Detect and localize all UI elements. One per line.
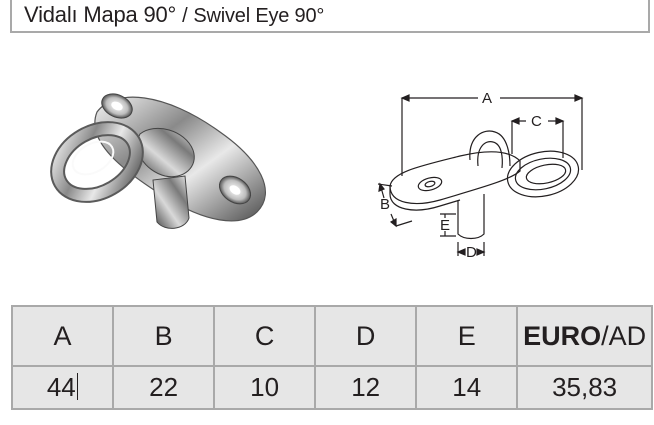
spec-table: A B C D E EURO/AD 44 22 10 12 14 35,83 bbox=[10, 305, 653, 410]
cell-a[interactable]: 44 bbox=[10, 365, 115, 410]
dim-label-e: E bbox=[440, 217, 450, 234]
header-c: C bbox=[213, 305, 317, 367]
dim-label-a: A bbox=[482, 90, 492, 107]
product-photo bbox=[50, 93, 266, 229]
cell-b: 22 bbox=[112, 365, 216, 410]
product-title: Vidalı Mapa 90° / Swivel Eye 90° bbox=[24, 3, 324, 28]
title-english: Swivel Eye 90° bbox=[193, 5, 325, 27]
cell-price: 35,83 bbox=[516, 365, 653, 410]
dim-label-b: B bbox=[380, 196, 390, 213]
cell-c: 10 bbox=[213, 365, 317, 410]
dimension-drawing: A B C D E bbox=[377, 90, 584, 261]
header-d: D bbox=[314, 305, 418, 367]
title-separator: / bbox=[182, 5, 188, 27]
spec-header-row: A B C D E EURO/AD bbox=[10, 305, 653, 367]
value-a: 44 bbox=[46, 372, 76, 402]
header-e: E bbox=[415, 305, 519, 367]
spec-value-row: 44 22 10 12 14 35,83 bbox=[10, 365, 653, 410]
title-bar: Vidalı Mapa 90° / Swivel Eye 90° bbox=[10, 0, 650, 33]
header-a: A bbox=[10, 305, 115, 367]
dim-label-d: D bbox=[466, 244, 477, 261]
title-turkish: Vidalı Mapa 90° bbox=[24, 2, 177, 27]
dim-label-c: C bbox=[531, 113, 542, 130]
header-price: EURO/AD bbox=[516, 305, 653, 367]
header-price-unit: /AD bbox=[601, 320, 647, 351]
cell-e: 14 bbox=[415, 365, 519, 410]
text-cursor bbox=[76, 373, 79, 400]
header-price-currency: EURO bbox=[523, 320, 602, 351]
header-b: B bbox=[112, 305, 216, 367]
cell-d: 12 bbox=[314, 365, 418, 410]
